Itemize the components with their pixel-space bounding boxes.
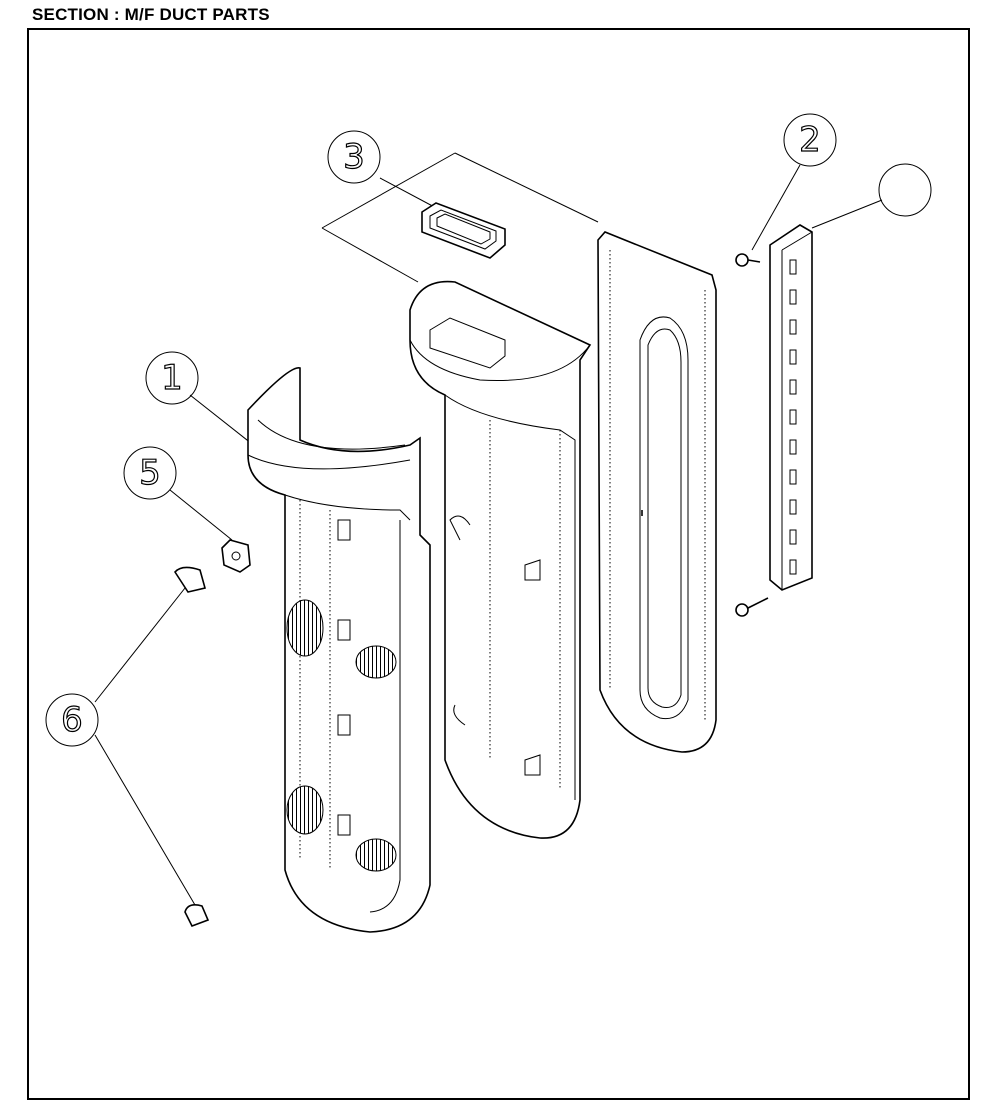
diagram-frame bbox=[27, 28, 970, 1100]
callout-2: 2 bbox=[783, 113, 837, 167]
part-2-screws bbox=[735, 253, 769, 617]
part-6-caps bbox=[173, 566, 210, 928]
slotted-panel bbox=[597, 231, 717, 753]
mounting-rail bbox=[769, 224, 813, 591]
callout-5: 5 bbox=[123, 446, 177, 500]
part-1-front-grille bbox=[247, 367, 431, 933]
callout-3-label: 3 bbox=[343, 137, 365, 177]
callout-6: 6 bbox=[45, 693, 99, 747]
callout-6-label: 6 bbox=[61, 700, 83, 740]
callout-1: 1 bbox=[145, 351, 199, 405]
rail-slots bbox=[789, 259, 797, 575]
callout-2-label: 2 bbox=[799, 120, 821, 160]
projection-lines bbox=[321, 152, 599, 283]
leader-lines bbox=[94, 164, 883, 906]
callout-3: 3 bbox=[327, 130, 381, 184]
section-title: SECTION : M/F DUCT PARTS bbox=[32, 5, 270, 24]
callout-4 bbox=[878, 163, 932, 217]
part-5-clip bbox=[221, 539, 251, 573]
part-3-filter-pad bbox=[421, 202, 506, 259]
callout-1-label: 1 bbox=[161, 358, 183, 398]
callout-5-label: 5 bbox=[139, 453, 161, 493]
middle-duct-housing bbox=[409, 280, 592, 839]
